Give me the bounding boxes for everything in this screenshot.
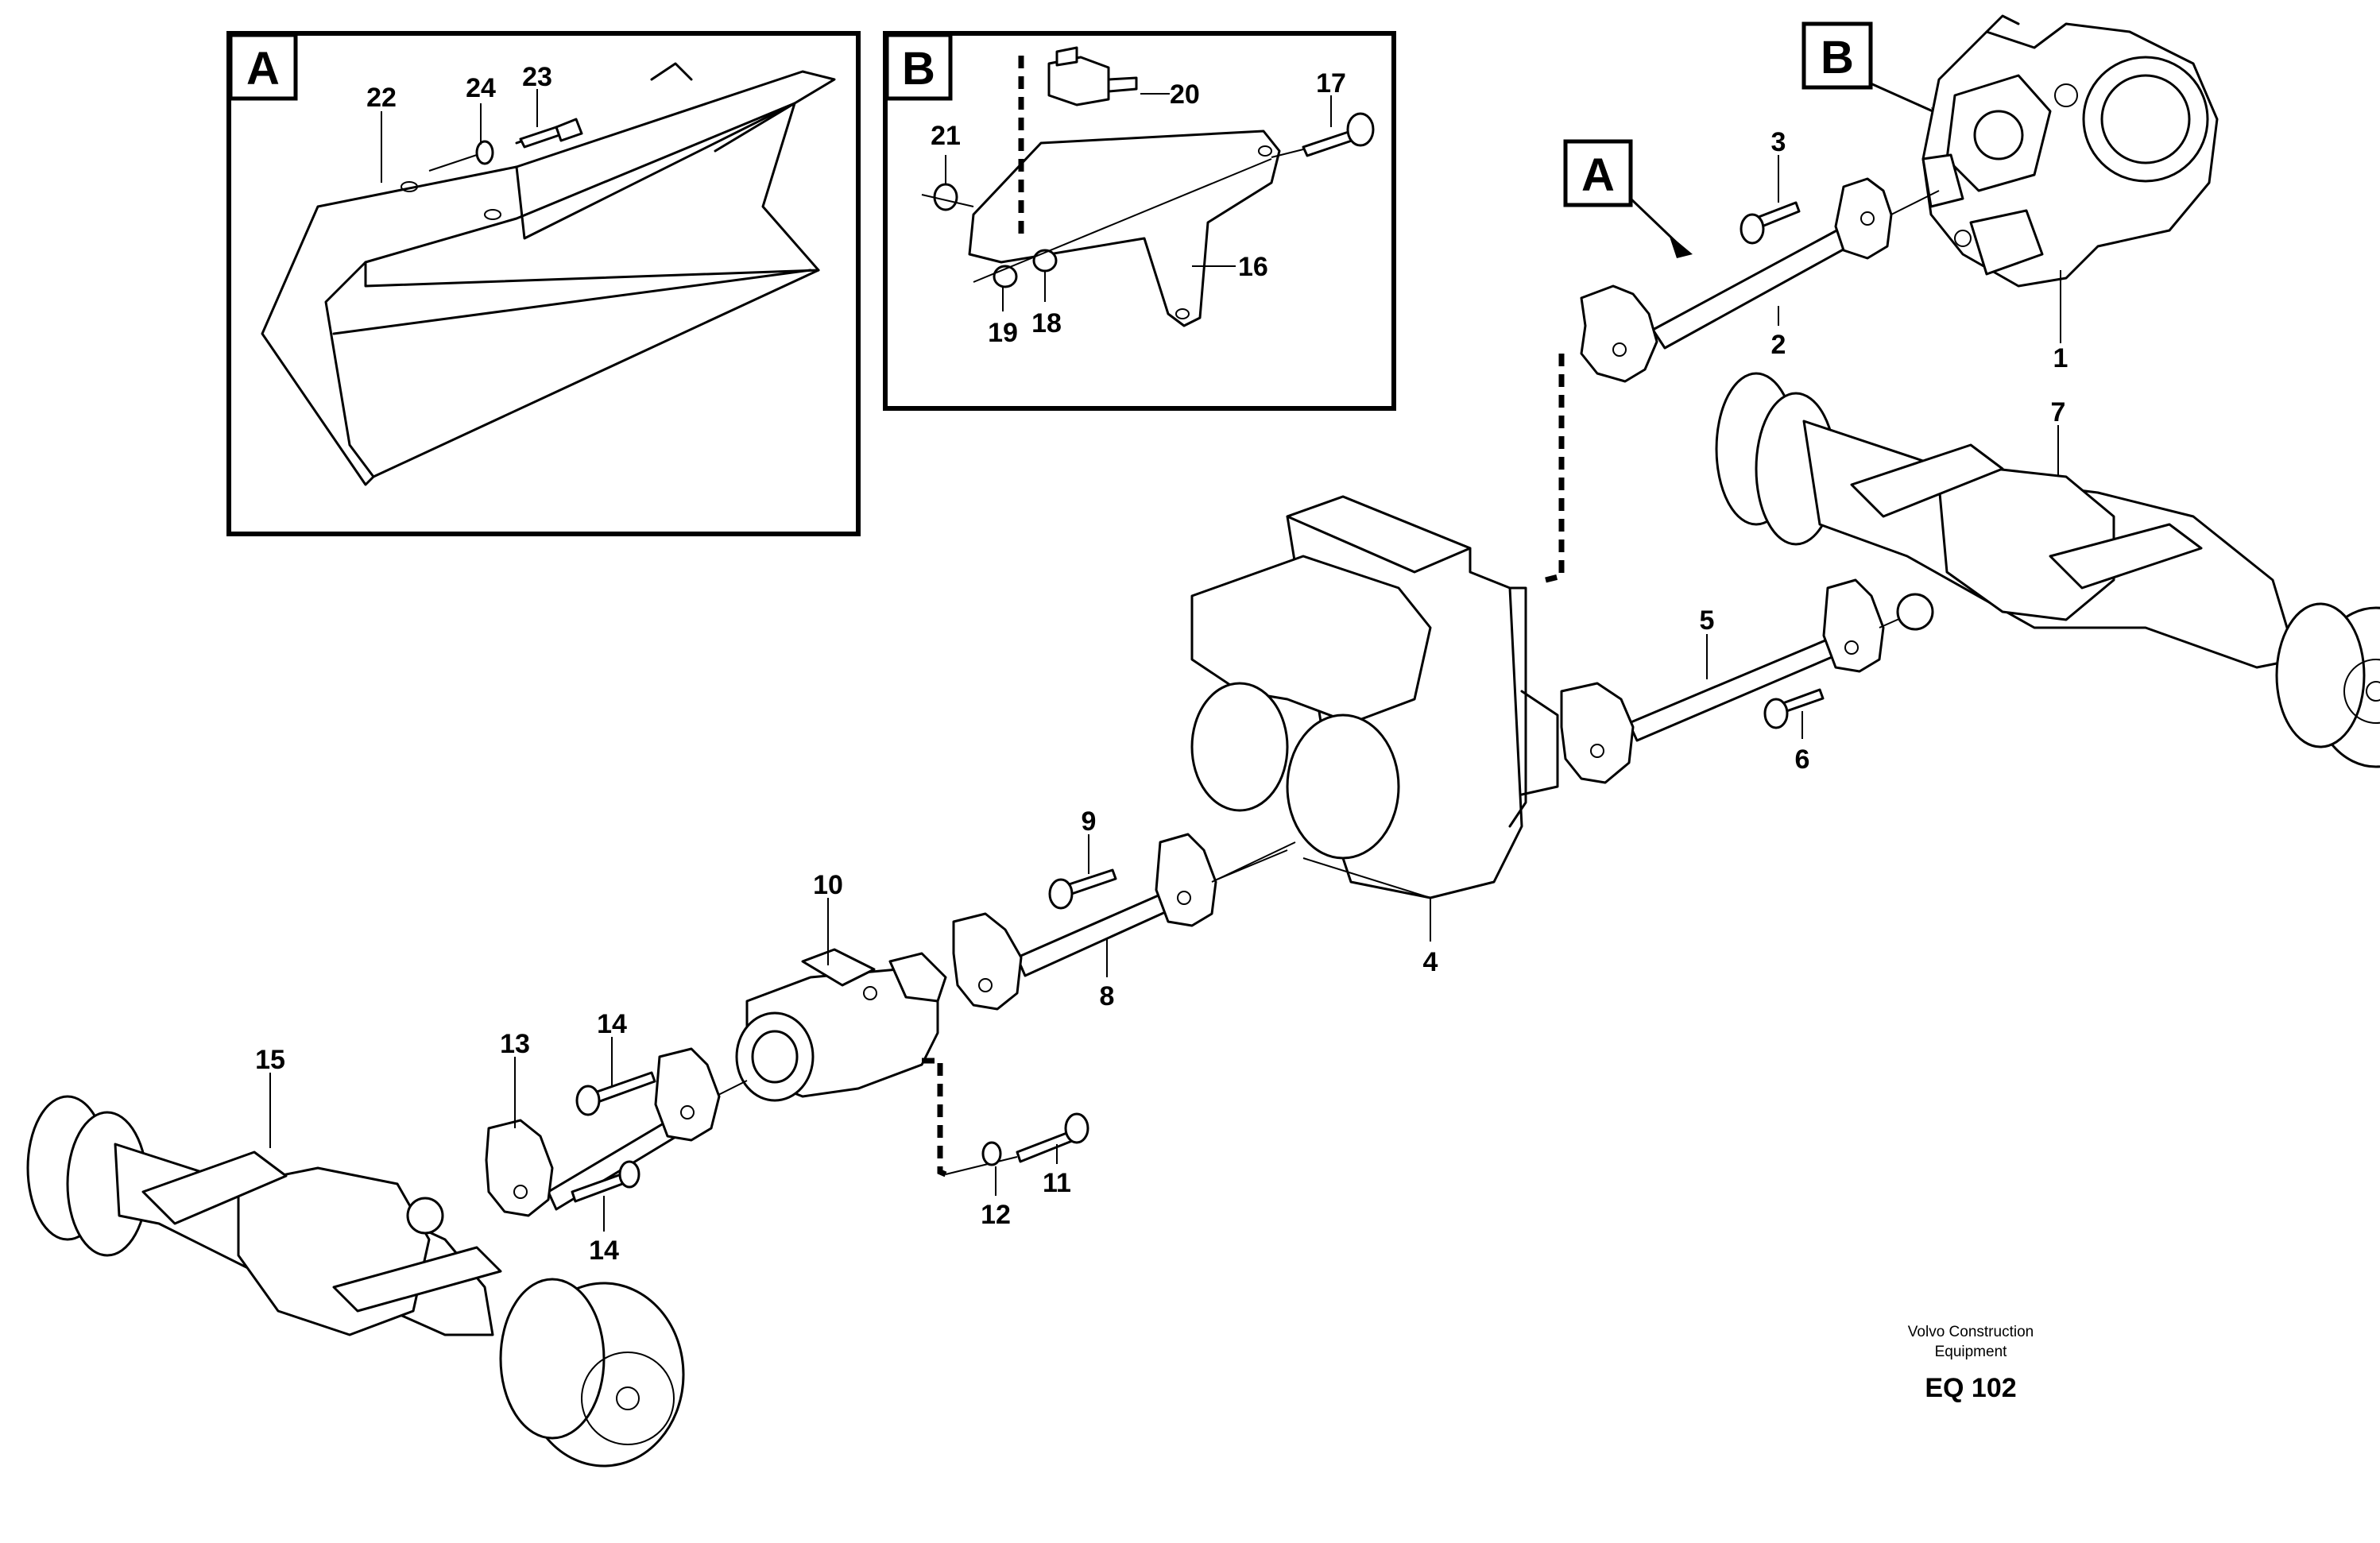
- detail-view-a: A 22 24 23: [226, 31, 861, 536]
- callout-3: 3: [1771, 127, 1786, 157]
- dashed-link-a: [1545, 354, 1565, 583]
- callout-21: 21: [931, 121, 961, 151]
- callout-14-upper: 14: [597, 1009, 627, 1039]
- callout-24: 24: [466, 73, 496, 103]
- detail-frame-b: [883, 31, 1396, 411]
- callout-10: 10: [813, 870, 843, 900]
- washer-12: [981, 1141, 1002, 1166]
- detail-frame-a: [226, 31, 861, 536]
- callout-2: 2: [1771, 330, 1786, 360]
- figure-code: EQ 102: [1925, 1373, 2016, 1403]
- dropbox-4: [1190, 495, 1559, 899]
- rubber-mount-20: [1047, 46, 1138, 106]
- view-marker-b-label: B: [1821, 32, 1854, 83]
- callout-12: 12: [981, 1200, 1011, 1230]
- screw-17: [1271, 112, 1375, 158]
- detail-tag-box-b: [884, 33, 953, 101]
- callout-23: 23: [522, 62, 552, 92]
- front-axle-15: [26, 1095, 685, 1468]
- callout-15: 15: [255, 1045, 285, 1075]
- callout-19: 19: [988, 318, 1018, 348]
- callout-13: 13: [500, 1029, 530, 1059]
- propeller-shaft-8: [952, 833, 1296, 1011]
- propeller-shaft-13: [485, 1047, 721, 1217]
- screw-11: [945, 1112, 1089, 1175]
- callout-9: 9: [1082, 806, 1097, 837]
- callout-8: 8: [1100, 981, 1115, 1011]
- transmission-unit-1: [1921, 14, 2219, 288]
- callout-5: 5: [1700, 605, 1715, 636]
- drive-unit-10: [714, 948, 947, 1102]
- screw-14-upper: [575, 1071, 656, 1116]
- bracket-16: [968, 130, 1281, 327]
- view-marker-a: A: [1563, 139, 1693, 258]
- view-marker-a-label: A: [1581, 149, 1615, 201]
- detail-view-b: B 21 20 17 16 19 18: [883, 31, 1396, 411]
- callout-4: 4: [1423, 947, 1438, 977]
- callout-20: 20: [1170, 79, 1200, 110]
- detail-tag-a: A: [246, 43, 280, 95]
- callout-17: 17: [1316, 68, 1346, 99]
- washer-24: [475, 140, 494, 165]
- screw-14-lower: [571, 1160, 640, 1203]
- credit-line-2: Equipment: [1935, 1344, 2008, 1360]
- callout-18: 18: [1031, 308, 1062, 338]
- screw-9: [1048, 868, 1117, 910]
- detail-tag-box-a: [228, 33, 298, 101]
- dashed-link-10: [922, 1058, 947, 1178]
- propeller-shaft-2: [1580, 177, 1940, 383]
- guard-part: [261, 62, 836, 486]
- callout-22: 22: [366, 83, 397, 113]
- washer-21: [933, 183, 958, 211]
- callout-14-lower: 14: [589, 1236, 619, 1266]
- callout-1: 1: [2053, 343, 2068, 373]
- screw-3: [1740, 201, 1801, 245]
- screw-23: [515, 118, 583, 149]
- screw-6: [1763, 688, 1825, 729]
- credit-line-1: Volvo Construction: [1908, 1324, 2034, 1340]
- callout-7: 7: [2051, 397, 2066, 427]
- detail-tag-b: B: [902, 43, 935, 95]
- callout-16: 16: [1238, 252, 1268, 282]
- propeller-shaft-5: [1560, 578, 1916, 784]
- rear-axle-7: [1715, 372, 2380, 768]
- callout-11: 11: [1043, 1168, 1071, 1198]
- callout-6: 6: [1795, 744, 1810, 775]
- washer-18: [1032, 249, 1058, 273]
